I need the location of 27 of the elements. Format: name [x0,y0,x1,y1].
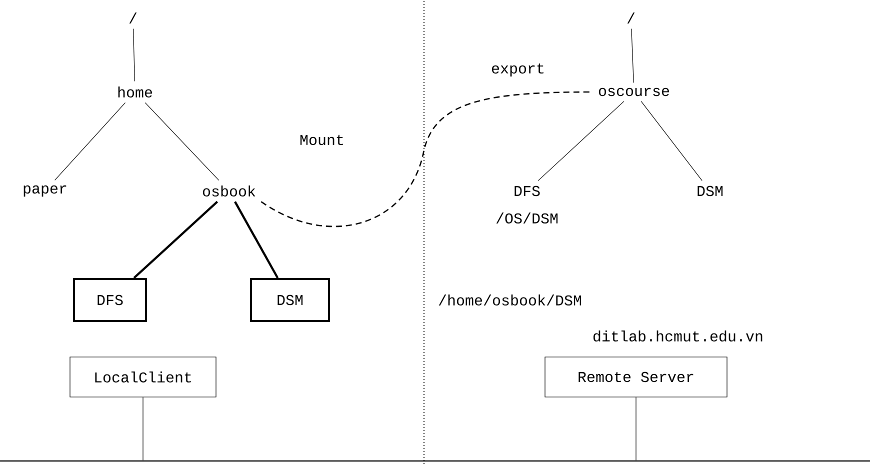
directory-name: DFS [514,186,540,196]
directory-box: DFS [73,278,147,322]
operation-label: /home/osbook/DSM [438,294,582,306]
tree-line [133,200,218,279]
path-label: /OS/DSM [496,212,558,224]
directory-name: home [118,86,152,98]
path-label: ditlab.hcmut.edu.vn [594,330,762,342]
directory-box: DSM [250,278,330,322]
directory-name: oscourse [598,88,670,96]
network-link [142,397,144,460]
operation-label: export [492,63,544,77]
tree-line [640,101,702,182]
directory-name: osbook [202,186,256,196]
tree-line [631,28,634,83]
tree-line [133,28,136,82]
operation-label: Mount [300,134,343,146]
network-line [0,460,870,462]
directory-name: DSM [698,186,723,196]
tree-line [54,102,126,180]
directory-name: / [627,12,635,24]
host-box: LocalClient [70,356,216,398]
tree-line [144,102,220,181]
tree-line [234,201,279,279]
host-box: Remote Server [544,356,728,398]
directory-name: paper [24,185,66,197]
tree-line [538,101,624,182]
directory-name: / [129,12,137,24]
